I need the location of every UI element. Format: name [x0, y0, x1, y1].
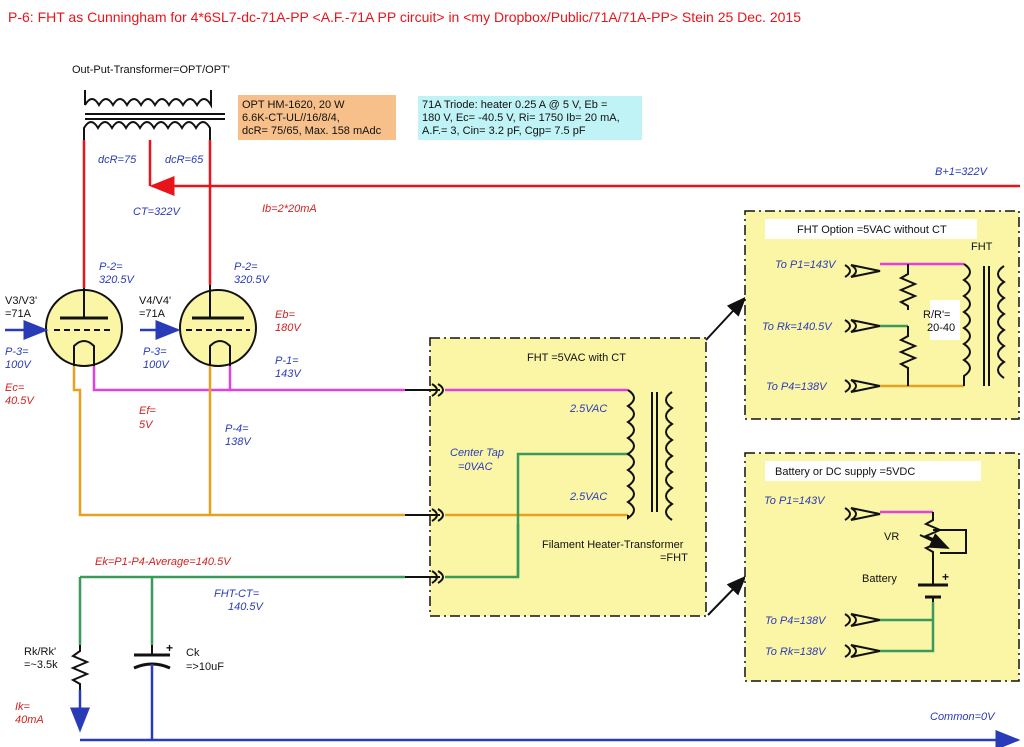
- fht-lower-voltage: 2.5VAC: [569, 491, 607, 503]
- tube2-name-line-1: V4/V4': [139, 295, 171, 307]
- battery-option-title-box: [765, 461, 981, 481]
- fht-option-connectors: [844, 264, 881, 393]
- fht-ct-line-1: FHT-CT=: [214, 588, 260, 600]
- tube1-p2-line-2: 320.5V: [99, 274, 136, 286]
- tube2-p4-line-1: P-4=: [225, 423, 249, 435]
- fht-main-connectors: [405, 383, 628, 584]
- option2-to-p4: To P4=138V: [765, 615, 827, 627]
- ck-label-line-2: =>10uF: [186, 661, 224, 673]
- option2-to-rk: To Rk=138V: [765, 646, 827, 658]
- option1-to-p4: To P4=138V: [766, 381, 828, 393]
- tube1-p3-line-2: 100V: [5, 359, 32, 371]
- center-tap-line-1: Center Tap: [450, 447, 504, 459]
- tube1-p2-line-1: P-2=: [99, 261, 123, 273]
- tube2-name-line-2: =71A: [139, 308, 166, 320]
- fht-main-title: FHT =5VAC with CT: [527, 352, 626, 364]
- rr-label-line-2: 20-40: [927, 322, 955, 334]
- fht-caption-line-2: =FHT: [660, 552, 688, 564]
- tube1-name-line-2: =71A: [5, 308, 32, 320]
- tube2-p3-line-2: 100V: [143, 359, 170, 371]
- ef-line-2: 5V: [139, 419, 154, 431]
- fht-option-box: [744, 210, 1020, 420]
- fht-main-transformer: [626, 389, 674, 521]
- fht-option-title: FHT Option =5VAC without CT: [797, 224, 947, 236]
- fht-caption-line-1: Filament Heater-Transformer: [542, 539, 684, 551]
- tube-note-box: [418, 96, 642, 140]
- common-label: Common=0V: [930, 711, 996, 723]
- plate-current-label: Ib=2*20mA: [262, 203, 317, 215]
- option2-to-p1: To P1=143V: [764, 495, 826, 507]
- ek-label: Ek=P1-P4-Average=140.5V: [95, 556, 232, 568]
- rk-label-line-1: Rk/Rk': [24, 646, 56, 658]
- ck-capacitor: +: [133, 641, 173, 740]
- fht-option-transformer-label: FHT: [971, 241, 993, 253]
- tube2-p1-line-1: P-1=: [275, 355, 299, 367]
- filament-wiring: [72, 366, 405, 645]
- tube-note-line-1: 71A Triode: heater 0.25 A @ 5 V, Eb =: [422, 99, 607, 111]
- ck-label-line-1: Ck: [186, 647, 200, 659]
- tube1-ec-line-2: 40.5V: [5, 395, 35, 407]
- dcr-right-label: dcR=65: [165, 154, 204, 166]
- tube-v4: [179, 285, 257, 367]
- tube-v3: [45, 288, 123, 367]
- fht-upper-voltage: 2.5VAC: [569, 403, 607, 415]
- rk-resistor: [70, 645, 90, 690]
- tube2-p2-line-2: 320.5V: [234, 274, 271, 286]
- battery-option-connectors: [844, 507, 881, 658]
- fht-option-wiring: [880, 262, 1006, 388]
- rr-label-box: [930, 300, 960, 340]
- option1-to-rk: To Rk=140.5V: [762, 321, 833, 333]
- tube1-name-line-1: V3/V3': [5, 295, 37, 307]
- tube2-eb-line-1: Eb=: [275, 309, 295, 321]
- ik-line-1: Ik=: [15, 701, 31, 713]
- tube2-p4-line-2: 138V: [225, 436, 252, 448]
- center-tap-line-2: =0VAC: [458, 461, 493, 473]
- battery-option-title: Battery or DC supply =5VDC: [775, 466, 915, 478]
- tube1-ec-line-1: Ec=: [5, 382, 25, 394]
- opt-note-line-1: OPT HM-1620, 20 W: [242, 99, 345, 111]
- fht-main-box: [429, 337, 707, 617]
- opt-note-box: [238, 95, 396, 140]
- opt-label: Out-Put-Transformer=OPT/OPT': [72, 64, 230, 76]
- tube-note-line-2: 180 V, Ec= -40.5 V, Ri= 1750 Ib= 20 mA,: [422, 112, 620, 124]
- center-tap-voltage: CT=322V: [133, 206, 181, 218]
- tube-note-line-3: A.F.= 3, Cin= 3.2 pF, Cgp= 7.5 pF: [422, 125, 586, 137]
- svg-text:+: +: [942, 570, 949, 584]
- ef-line-1: Ef=: [139, 405, 156, 417]
- option1-to-p1: To P1=143V: [775, 259, 837, 271]
- dcr-left-label: dcR=75: [98, 154, 137, 166]
- rk-label-line-2: =~3.5k: [24, 659, 58, 671]
- ik-line-2: 40mA: [15, 714, 44, 726]
- supply-label: B+1=322V: [935, 166, 989, 178]
- battery-option-box: [744, 452, 1020, 682]
- tube1-p3-line-1: P-3=: [5, 346, 29, 358]
- vr-label: VR: [884, 531, 899, 543]
- tube2-p2-line-1: P-2=: [234, 261, 258, 273]
- tube2-p1-line-2: 143V: [275, 368, 302, 380]
- b-plus-wiring: [82, 140, 1020, 288]
- page-title: P-6: FHT as Cunningham for 4*6SL7-dc-71A…: [8, 9, 801, 25]
- battery-option-wiring: +: [880, 510, 967, 653]
- opt-note-line-3: dcR= 75/65, Max. 158 mAdc: [242, 125, 382, 137]
- tube2-eb-line-2: 180V: [275, 322, 302, 334]
- rr-label-line-1: R/R'=: [923, 309, 950, 321]
- output-transformer: Out-Put-Transformer=OPT/OPT': [72, 64, 230, 140]
- fht-option-title-box: [765, 219, 977, 239]
- battery-label: Battery: [862, 573, 897, 585]
- tube2-p3-line-1: P-3=: [143, 346, 167, 358]
- svg-text:+: +: [166, 641, 173, 655]
- fht-ct-line-2: 140.5V: [228, 601, 265, 613]
- opt-note-line-2: 6.6K-CT-UL//16/8/4,: [242, 112, 340, 124]
